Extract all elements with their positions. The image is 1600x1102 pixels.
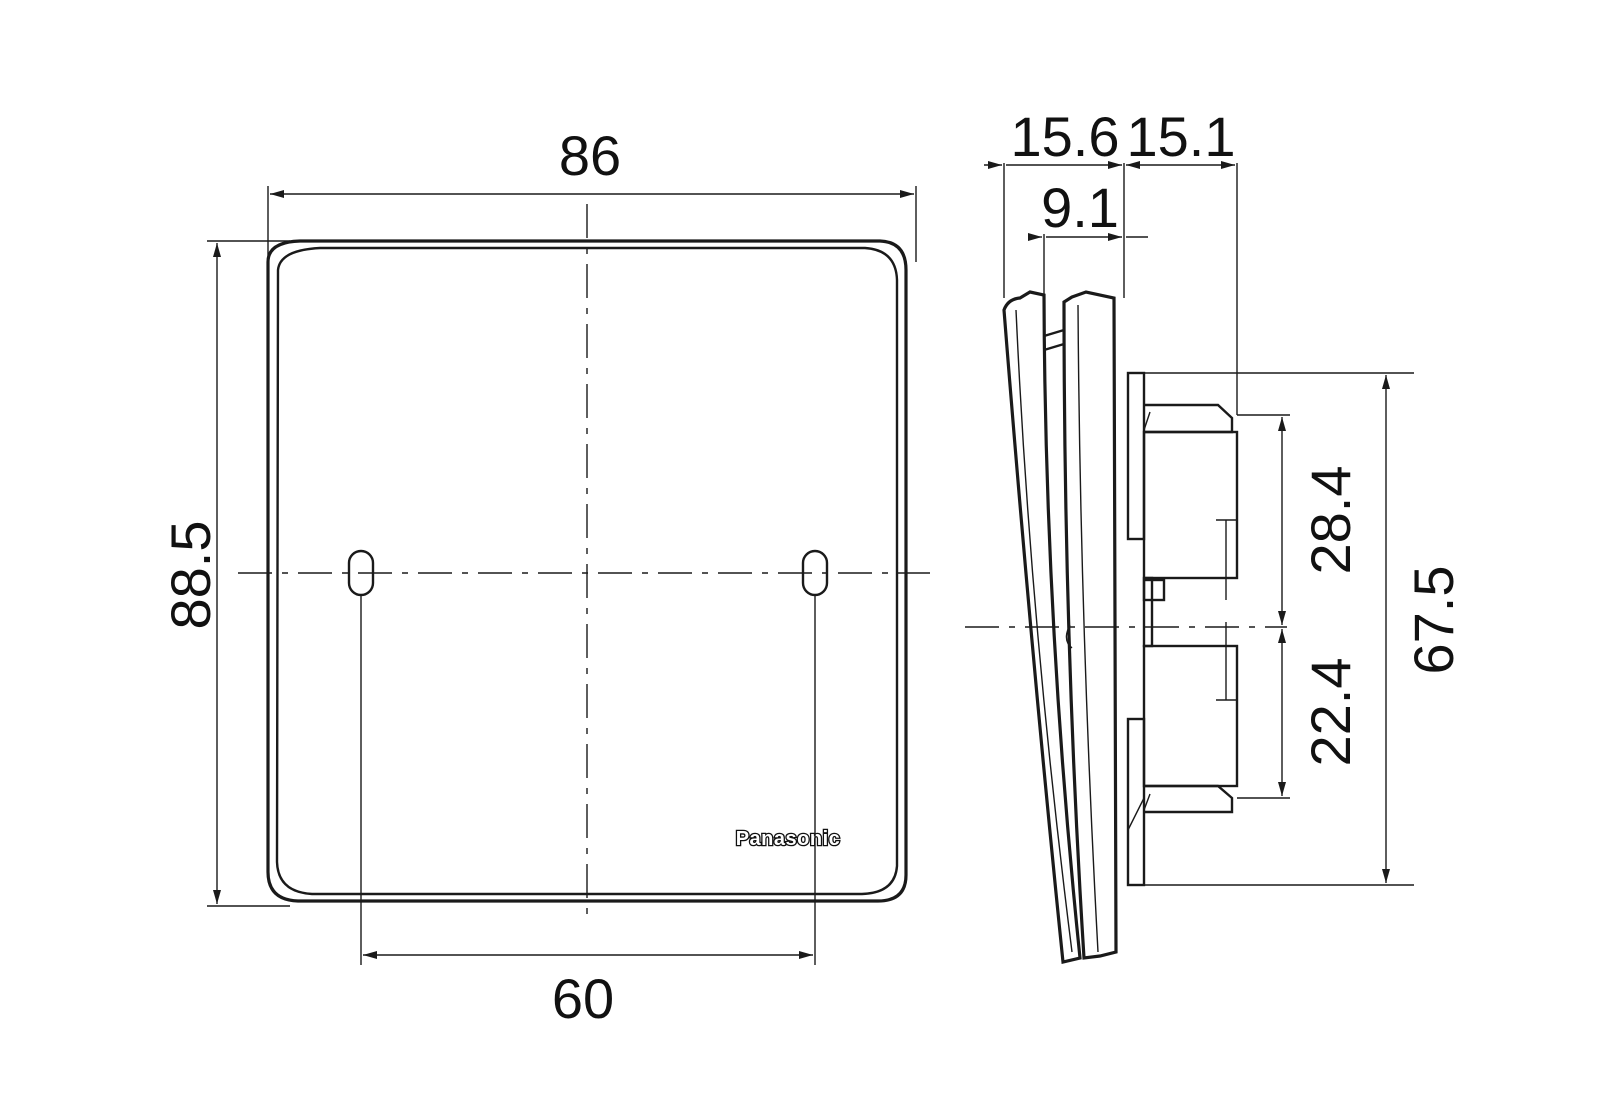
side-cover-surface-1 (1015, 309, 1073, 953)
switch-body (1126, 371, 1239, 887)
dim-height-label: 88.5 (159, 521, 222, 630)
dim-depth-back-label: 15.1 (1127, 105, 1236, 168)
dim-offset-label: 9.1 (1041, 176, 1119, 239)
front-plate-inner (275, 246, 899, 896)
dim-box-height-label: 67.5 (1402, 566, 1465, 675)
panasonic-logo: Panasonic (736, 828, 841, 850)
dim-depth-front-label: 15.6 (1011, 105, 1120, 168)
side-hook (1065, 624, 1073, 649)
dim-upper-label: 28.4 (1299, 466, 1362, 575)
side-view: 15.6 15.1 9.1 28.4 22.4 67.5 (965, 105, 1465, 964)
side-cover-outer (1002, 290, 1082, 964)
side-cover-surface-2 (1077, 304, 1099, 953)
side-cover-inner (1062, 290, 1118, 960)
dim-width-label: 86 (559, 124, 621, 187)
front-plate-outer (266, 239, 908, 903)
dim-hole-spacing-label: 60 (552, 967, 614, 1030)
front-view: Panasonic 86 88.5 60 (159, 124, 930, 1030)
dim-lower-label: 22.4 (1299, 658, 1362, 767)
side-bracket (1043, 328, 1065, 352)
